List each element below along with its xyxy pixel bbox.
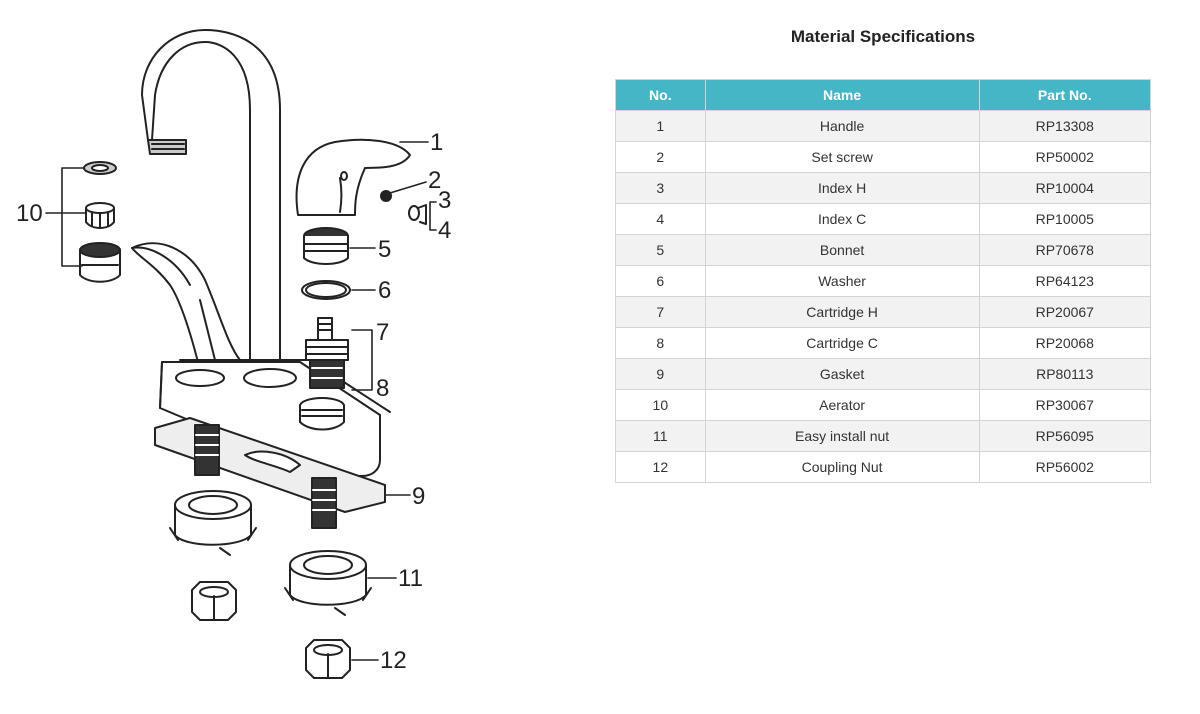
washer-part bbox=[301, 280, 351, 300]
cell-name: Washer bbox=[704, 265, 980, 297]
cell-no: 6 bbox=[615, 265, 706, 297]
table-row: 2 Set screw RP50002 bbox=[615, 141, 1152, 173]
table-row: 5 Bonnet RP70678 bbox=[615, 234, 1152, 266]
cell-name: Aerator bbox=[704, 389, 980, 421]
cell-name: Easy install nut bbox=[704, 420, 980, 452]
cell-no: 8 bbox=[615, 327, 706, 359]
table-row: 12 Coupling Nut RP56002 bbox=[615, 451, 1152, 483]
cell-part-no: RP50002 bbox=[978, 141, 1152, 173]
cell-no: 12 bbox=[615, 451, 706, 483]
cell-name: Set screw bbox=[704, 141, 980, 173]
left-handle bbox=[131, 242, 241, 371]
cell-no: 5 bbox=[615, 234, 706, 266]
spec-title: Material Specifications bbox=[790, 27, 976, 46]
header-no: No. bbox=[615, 79, 706, 111]
coupling-nut-left bbox=[191, 581, 237, 621]
cell-name: Cartridge H bbox=[704, 296, 980, 328]
cell-part-no: RP10005 bbox=[978, 203, 1152, 235]
faucet-drawing: 1 2 3 4 5 6 7 8 9 10 11 12 bbox=[16, 29, 451, 679]
table-row: 8 Cartridge C RP20068 bbox=[615, 327, 1152, 359]
easy-install-nut-left bbox=[169, 490, 257, 556]
cell-part-no: RP56095 bbox=[978, 420, 1152, 452]
cartridge-part bbox=[305, 317, 349, 389]
cell-part-no: RP80113 bbox=[978, 358, 1152, 390]
cell-no: 11 bbox=[615, 420, 706, 452]
cell-name: Index C bbox=[704, 203, 980, 235]
callout-5: 5 bbox=[378, 236, 391, 263]
callout-8: 8 bbox=[376, 375, 389, 402]
callout-11: 11 bbox=[398, 565, 423, 592]
callout-7: 7 bbox=[376, 319, 389, 346]
cell-part-no: RP13308 bbox=[978, 110, 1152, 142]
cell-part-no: RP20067 bbox=[978, 296, 1152, 328]
cell-name: Handle bbox=[704, 110, 980, 142]
bonnet-part bbox=[303, 227, 349, 265]
table-row: 6 Washer RP64123 bbox=[615, 265, 1152, 297]
callout-6: 6 bbox=[378, 277, 391, 304]
table-row: 10 Aerator RP30067 bbox=[615, 389, 1152, 421]
callout-4: 4 bbox=[438, 217, 451, 244]
cell-part-no: RP30067 bbox=[978, 389, 1152, 421]
cell-part-no: RP10004 bbox=[978, 172, 1152, 204]
table-row: 3 Index H RP10004 bbox=[615, 172, 1152, 204]
cell-part-no: RP70678 bbox=[978, 234, 1152, 266]
callout-12: 12 bbox=[380, 647, 407, 674]
cell-part-no: RP64123 bbox=[978, 265, 1152, 297]
easy-install-nut-right bbox=[284, 550, 372, 616]
callout-3: 3 bbox=[438, 187, 451, 214]
set-screw-part bbox=[380, 190, 392, 202]
header-part-no: Part No. bbox=[978, 79, 1152, 111]
header-name: Name bbox=[704, 79, 980, 111]
cell-part-no: RP20068 bbox=[978, 327, 1152, 359]
spec-table: No. Name Part No. 1 Handle RP13308 2 Set… bbox=[615, 79, 1152, 483]
callout-9: 9 bbox=[412, 483, 425, 510]
table-row: 9 Gasket RP80113 bbox=[615, 358, 1152, 390]
cell-part-no: RP56002 bbox=[978, 451, 1152, 483]
cell-no: 1 bbox=[615, 110, 706, 142]
table-row: 7 Cartridge H RP20067 bbox=[615, 296, 1152, 328]
threaded-shanks bbox=[194, 424, 337, 529]
index-part bbox=[408, 204, 427, 225]
cell-name: Coupling Nut bbox=[704, 451, 980, 483]
cell-name: Cartridge C bbox=[704, 327, 980, 359]
handle-part bbox=[295, 138, 411, 216]
callout-1: 1 bbox=[430, 129, 443, 156]
table-row: 1 Handle RP13308 bbox=[615, 110, 1152, 142]
callout-2: 2 bbox=[428, 167, 441, 194]
aerator-parts bbox=[79, 161, 121, 283]
exploded-faucet-diagram: 1 2 3 4 5 6 7 8 9 10 11 12 bbox=[16, 29, 451, 679]
cell-no: 4 bbox=[615, 203, 706, 235]
cell-no: 2 bbox=[615, 141, 706, 173]
cell-name: Bonnet bbox=[704, 234, 980, 266]
table-header-row: No. Name Part No. bbox=[615, 79, 1152, 111]
coupling-nut-right bbox=[305, 639, 351, 679]
cell-no: 9 bbox=[615, 358, 706, 390]
cell-no: 10 bbox=[615, 389, 706, 421]
cell-name: Gasket bbox=[704, 358, 980, 390]
cell-name: Index H bbox=[704, 172, 980, 204]
callout-10: 10 bbox=[16, 200, 43, 227]
leader-lines bbox=[45, 141, 437, 661]
table-row: 11 Easy install nut RP56095 bbox=[615, 420, 1152, 452]
cell-no: 7 bbox=[615, 296, 706, 328]
table-row: 4 Index C RP10005 bbox=[615, 203, 1152, 235]
cell-no: 3 bbox=[615, 172, 706, 204]
